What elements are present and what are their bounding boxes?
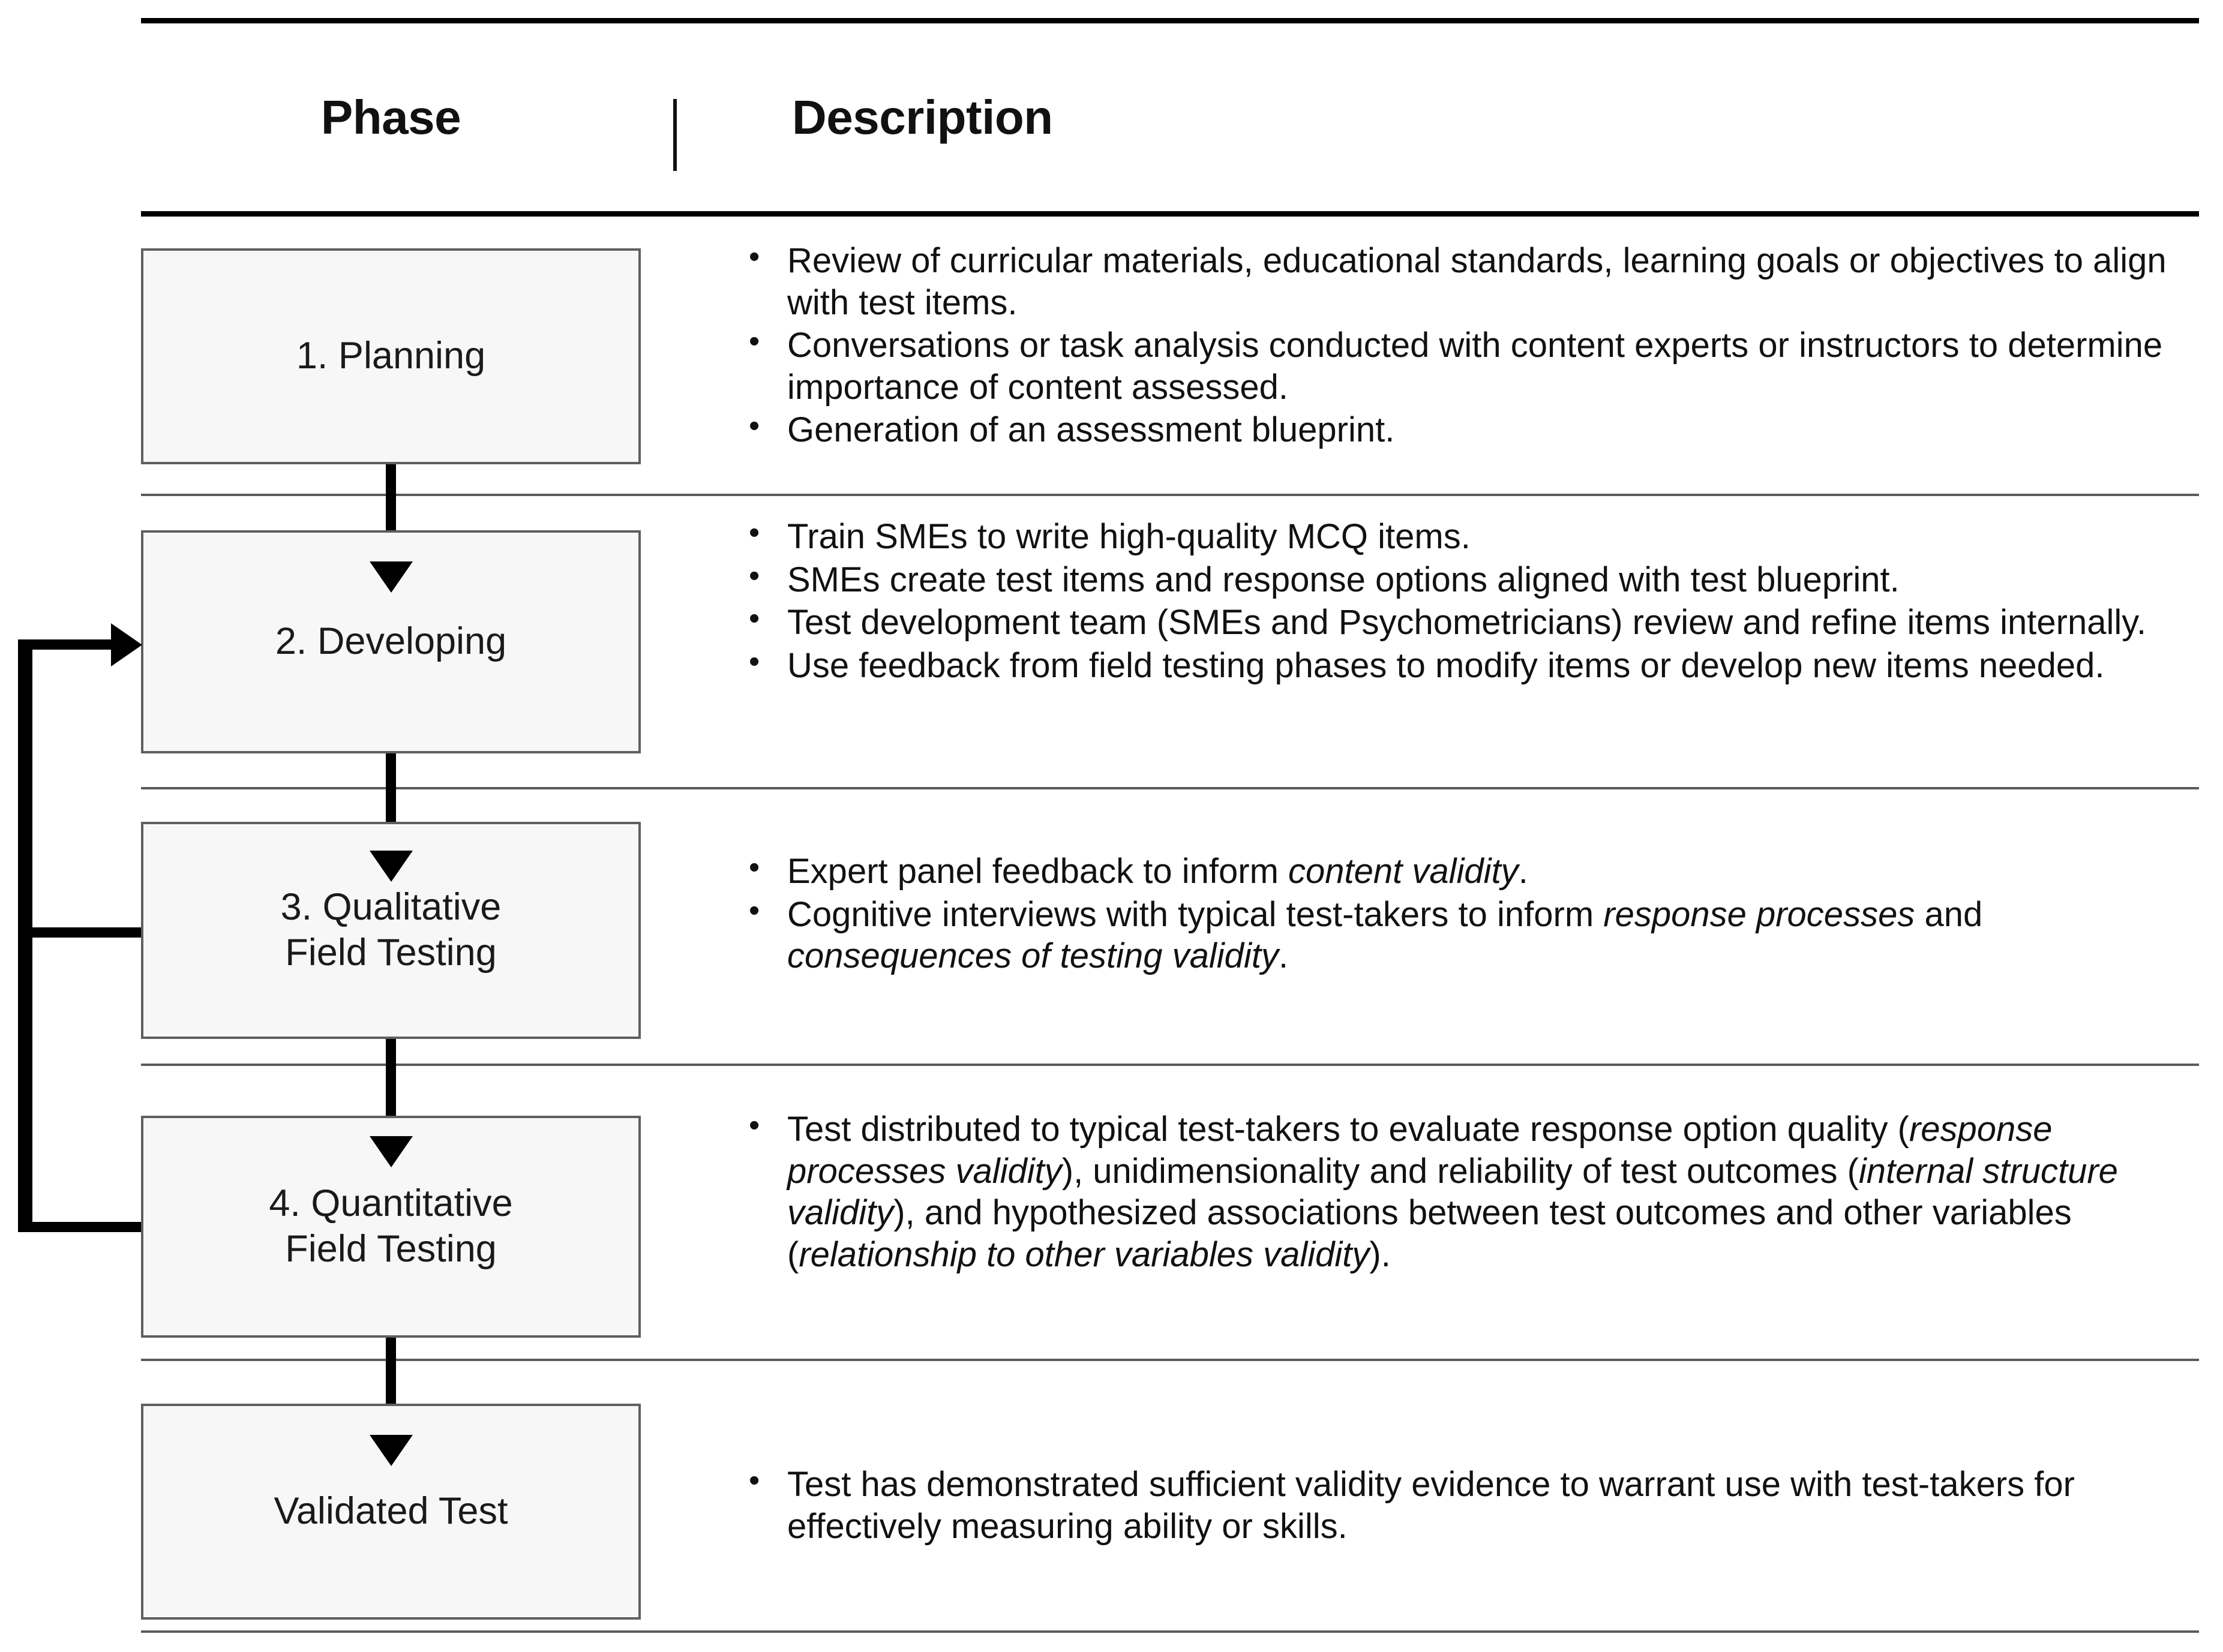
phase-label-developing: 2. Developing <box>275 620 507 663</box>
arrow-down-planning-to-developing <box>370 561 413 593</box>
table-bottom-rule <box>141 1630 2199 1633</box>
phase-label-quantitative-field-testing: 4. Quantitative Field Testing <box>269 1182 513 1270</box>
row-divider-2 <box>141 787 2199 789</box>
phase-box-developing[interactable]: 2. Developing <box>141 530 641 753</box>
list-item: Review of curricular materials, educatio… <box>744 238 2208 323</box>
list-item: Expert panel feedback to inform content … <box>744 849 2208 893</box>
phase-label-planning: 1. Planning <box>296 335 486 377</box>
bullet-list-validated: Test has demonstrated sufficient validit… <box>744 1462 2208 1547</box>
list-item: SMEs create test items and response opti… <box>744 557 2208 601</box>
bullet-list-qualitative: Expert panel feedback to inform content … <box>744 849 2208 977</box>
list-item: Use feedback from field testing phases t… <box>744 643 2208 687</box>
description-cell-qualitative: Expert panel feedback to inform content … <box>744 849 2208 978</box>
description-cell-developing: Train SMEs to write high-quality MCQ ite… <box>744 514 2208 687</box>
column-header-phase: Phase <box>320 91 461 144</box>
phase-label-validated-test: Validated Test <box>274 1490 508 1533</box>
list-item: Cognitive interviews with typical test-t… <box>744 892 2208 977</box>
description-cell-quantitative: Test distributed to typical test-takers … <box>744 1107 2208 1276</box>
feedback-branch-from-quantitative <box>23 1222 143 1232</box>
bullet-list-planning: Review of curricular materials, educatio… <box>744 238 2208 451</box>
header-column-divider <box>673 99 677 171</box>
table-header: Phase Description <box>0 18 2223 213</box>
list-item: Test development team (SMEs and Psychome… <box>744 600 2208 644</box>
list-item: Generation of an assessment blueprint. <box>744 407 2208 451</box>
list-item: Test has demonstrated sufficient validit… <box>744 1462 2208 1547</box>
arrow-right-into-developing <box>111 623 142 666</box>
header-bottom-rule <box>141 211 2199 217</box>
phase-label-qualitative-field-testing: 3. Qualitative Field Testing <box>280 886 502 974</box>
list-item: Conversations or task analysis conducted… <box>744 323 2208 408</box>
bullet-list-developing: Train SMEs to write high-quality MCQ ite… <box>744 514 2208 687</box>
row-divider-1 <box>141 494 2199 496</box>
arrow-down-qualitative-to-quantitative <box>370 1136 413 1167</box>
row-divider-3 <box>141 1064 2199 1066</box>
column-header-description: Description <box>792 91 1053 144</box>
list-item: Train SMEs to write high-quality MCQ ite… <box>744 514 2208 558</box>
arrow-down-developing-to-qualitative <box>370 851 413 882</box>
description-cell-validated: Test has demonstrated sufficient validit… <box>744 1462 2208 1548</box>
feedback-return-into-developing <box>23 639 134 650</box>
list-item: Test distributed to typical test-takers … <box>744 1107 2208 1275</box>
feedback-branch-from-qualitative <box>23 927 143 938</box>
arrow-down-quantitative-to-validated <box>370 1435 413 1466</box>
bullet-list-quantitative: Test distributed to typical test-takers … <box>744 1107 2208 1275</box>
header-top-rule <box>141 18 2199 23</box>
phase-box-planning[interactable]: 1. Planning <box>141 248 641 464</box>
description-cell-planning: Review of curricular materials, educatio… <box>744 238 2208 452</box>
row-divider-4 <box>141 1359 2199 1361</box>
